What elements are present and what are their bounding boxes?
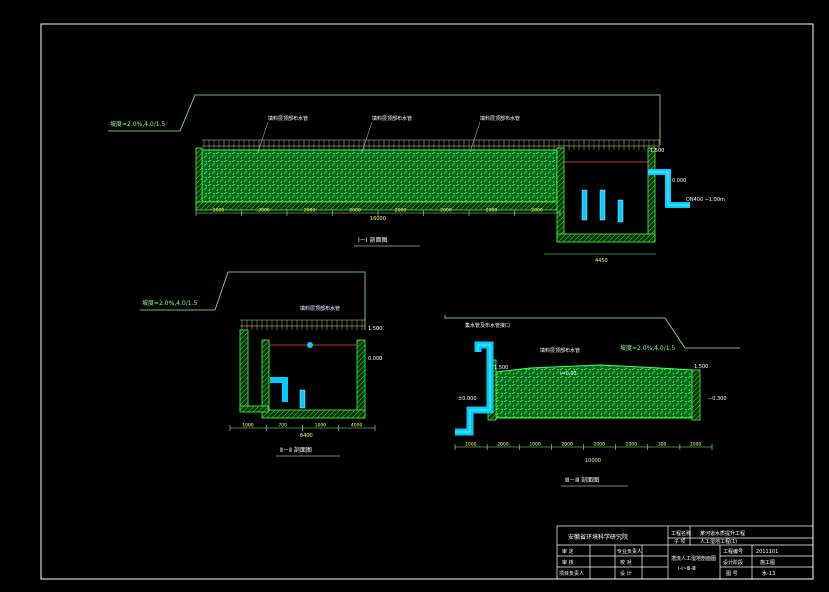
s2-dim-0: 1000 — [242, 423, 254, 429]
tb-row3a: 项目负责人 — [559, 570, 584, 577]
s1-total: 16000 — [370, 216, 386, 222]
s1-elev-outlet: DN400 −1.00m — [686, 197, 725, 203]
s3-slope-note: 坡度=2.0%,4.0/1.5 — [620, 344, 675, 352]
s2-elev-mid: 0.000 — [368, 356, 382, 362]
tb-part-label: 子 项 — [674, 538, 686, 545]
s1-slope-note: 坡度=2.0%,4.0/1.5 — [110, 120, 165, 128]
s3-gravel-bed — [495, 364, 693, 419]
s2-dim-2: 1000 — [315, 423, 327, 429]
s3-slope: i=0.03 — [560, 371, 577, 377]
s3-elev-left: 1.500 — [494, 365, 508, 371]
tb-job-label: 工程编号 — [723, 548, 743, 555]
title-block — [556, 525, 814, 580]
s1-right-total: 4450 — [595, 258, 608, 264]
s1-dim-6: 2000 — [486, 208, 498, 214]
s1-note-1: 填料层顶部布水管 — [268, 115, 308, 122]
s3-dim-6: 300 — [658, 442, 667, 448]
section-2-2: 坡度=2.0%,4.0/1.5 1000 700 1000 4000 填料层顶部布水管… — [140, 271, 382, 457]
title-block-text: 安徽省环境科学研究院 工程名称 某河道水质提升工程 子 项 人工湿地工程(1) … — [559, 530, 778, 577]
s3-dim-1: 2000 — [497, 442, 509, 448]
s1-note-3: 填料层顶部布水管 — [480, 115, 520, 122]
s1-dim-7: 2000 — [531, 208, 543, 214]
s2-elev-top: 1.500 — [368, 326, 382, 332]
tb-row1a: 审 定 — [562, 548, 574, 555]
s3-elev-right: 1.500 — [694, 364, 708, 370]
s1-dim-4: 2000 — [395, 208, 407, 214]
tb-row3b: 设 计 — [620, 570, 632, 577]
s3-elev-bottom-2: −0.300 — [708, 396, 727, 402]
s1-dim-3: 2000 — [349, 208, 361, 214]
s1-title: Ⅰ－Ⅰ 剖面图 — [358, 236, 387, 244]
s3-dim-7: 1000 — [690, 442, 702, 448]
s3-inlet-pipe — [455, 341, 494, 436]
s1-elev-mid: 0.000 — [672, 178, 686, 184]
tb-row2a: 审 核 — [562, 559, 574, 566]
s1-dim-1: 2000 — [258, 208, 270, 214]
tb-sheet: 水-13 — [762, 570, 775, 577]
tb-project-label: 工程名称 — [671, 530, 691, 537]
tb-job: 2011101 — [756, 549, 778, 555]
tb-row1b: 专业负责人 — [617, 548, 642, 555]
s2-dim-3: 4000 — [351, 423, 363, 429]
s1-dim-0: 2000 — [213, 208, 225, 214]
s1-gravel-bed — [201, 149, 558, 203]
s1-elev-top: 1.500 — [650, 148, 664, 154]
s3-dim-3: 2000 — [561, 442, 573, 448]
s2-total: 6400 — [300, 433, 313, 439]
s1-dim-5: 2000 — [440, 208, 452, 214]
tb-institute: 安徽省环境科学研究院 — [568, 533, 628, 541]
s2-slope-note: 坡度=2.0%,4.0/1.5 — [142, 299, 197, 307]
tb-part: 人工湿地工程(1) — [700, 538, 737, 545]
tb-drawing-2: Ⅰ-Ⅰ~Ⅲ-Ⅲ — [678, 566, 696, 572]
s3-title: Ⅲ－Ⅲ 剖面图 — [565, 476, 599, 484]
tb-drawing: 潜流人工湿地剖面图 — [671, 555, 716, 562]
s3-note: 集水管及布水管接口 — [465, 322, 510, 329]
tb-phase-label: 设计阶段 — [723, 559, 743, 566]
s2-dim-1: 700 — [278, 423, 287, 429]
tb-row2b: 校 对 — [620, 559, 632, 566]
section-3-3: 坡度=2.0%,4.0/1.5 1000 2000 1000 2000 2000 2000… — [444, 315, 740, 487]
s1-note-2: 填料层顶部布水管 — [372, 115, 412, 122]
tb-phase: 施工图 — [760, 559, 775, 566]
s3-total: 10000 — [585, 458, 601, 464]
s3-dim-0: 1000 — [465, 442, 477, 448]
s1-dim-2: 2000 — [304, 208, 316, 214]
s3-dim-4: 2000 — [594, 442, 606, 448]
drawing-frame — [40, 23, 814, 580]
s3-elev-bottom: ±0.000 — [458, 396, 477, 402]
s3-dim-2: 1000 — [529, 442, 541, 448]
s3-note-2: 填料层顶部布水管 — [540, 347, 580, 354]
s3-dim-5: 2000 — [626, 442, 638, 448]
tb-sheet-label: 图 号 — [726, 571, 738, 577]
s2-note: 填料层顶部布水管 — [300, 305, 340, 312]
tb-project: 某河道水质提升工程 — [700, 530, 745, 537]
s2-title: Ⅱ－Ⅱ 剖面图 — [280, 446, 312, 454]
section-1-1: 坡度=2.0%,4.0/1.5 2000 2000 2000 2000 2000 2000… — [108, 94, 725, 264]
